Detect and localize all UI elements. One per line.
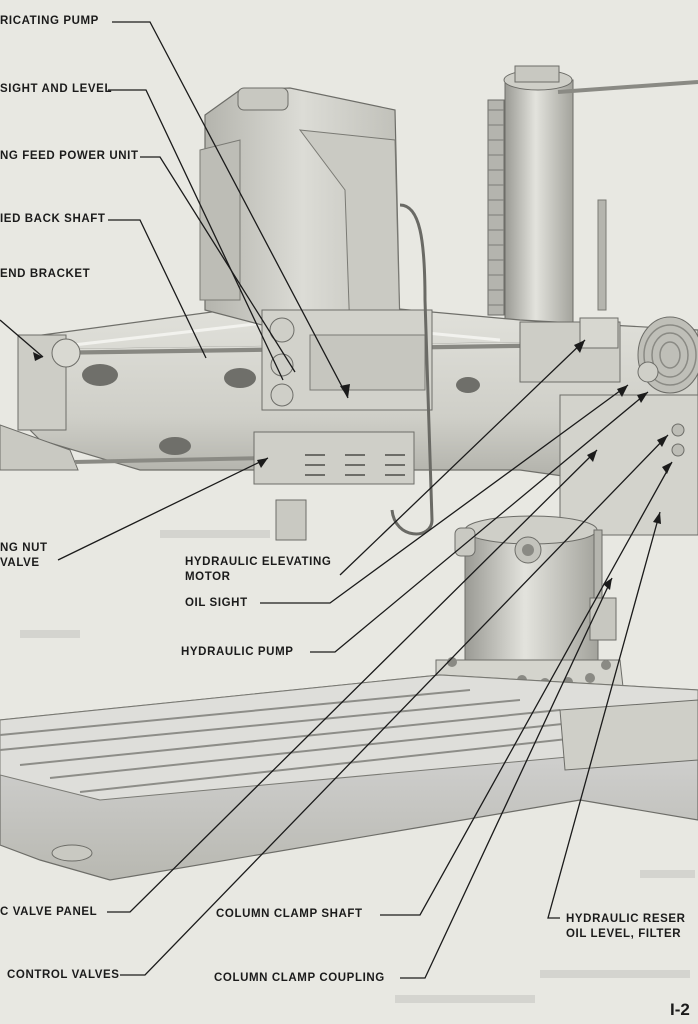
label-hydraulic-elevating-motor: HYDRAULIC ELEVATING MOTOR [185, 555, 331, 585]
label-sight-and-level: SIGHT AND LEVEL [0, 83, 113, 95]
label-oil-sight: OIL SIGHT [185, 597, 248, 609]
label-hem-line1: HYDRAULIC ELEVATING [185, 556, 332, 568]
label-hydraulic-pump: HYDRAULIC PUMP [181, 646, 294, 658]
label-hem-line2: MOTOR [185, 571, 231, 583]
label-end-bracket: END BRACKET [0, 268, 91, 280]
column-upper [487, 65, 698, 331]
label-nut-valve-line2: VALVE [0, 557, 40, 569]
label-column-clamp-shaft: COLUMN CLAMP SHAFT [216, 908, 363, 920]
label-valve-panel: C VALVE PANEL [0, 906, 98, 918]
label-nut-valve: NG NUT VALVE [0, 541, 48, 571]
leader-lines [0, 21, 673, 979]
label-feed-power-unit: NG FEED POWER UNIT [0, 150, 139, 162]
label-lubricating-pump: RICATING PUMP [0, 15, 99, 27]
drill-head [199, 87, 434, 541]
label-control-valves: CONTROL VALVES [7, 969, 120, 981]
label-hydraulic-reservoir: HYDRAULIC RESER OIL LEVEL, FILTER [566, 912, 686, 942]
base-table [0, 674, 698, 881]
label-reservoir-line2: OIL LEVEL, FILTER [566, 928, 682, 940]
arrow-heads [33, 340, 672, 590]
page-number: I-2 [670, 1000, 690, 1019]
label-nut-valve-line1: NG NUT [0, 542, 48, 554]
label-back-shaft: IED BACK SHAFT [0, 213, 106, 225]
label-column-clamp-coupling: COLUMN CLAMP COUPLING [214, 972, 385, 984]
label-reservoir-line1: HYDRAULIC RESER [566, 913, 686, 925]
